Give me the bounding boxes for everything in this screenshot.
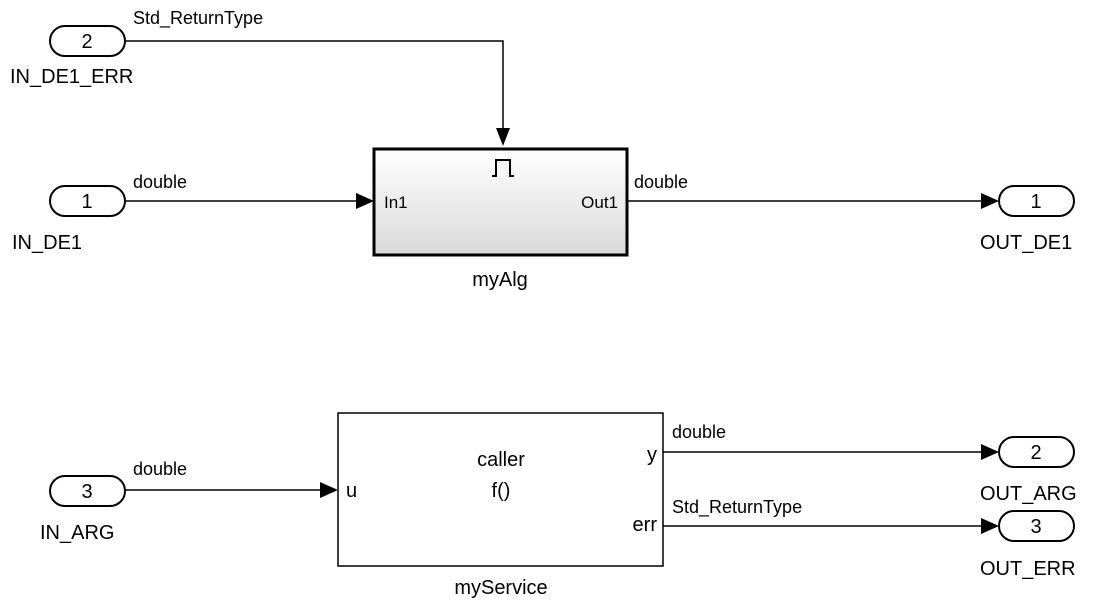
outport-number: 3 — [1030, 516, 1041, 538]
inport-number: 3 — [81, 481, 92, 503]
subsystem-body[interactable] — [372, 147, 629, 257]
signal-label: double — [133, 459, 187, 479]
inport-in-de1[interactable]: 1 IN_DE1 — [12, 185, 126, 254]
block-name: myService — [454, 577, 547, 599]
function-caller-body[interactable] — [337, 412, 664, 567]
outport-out-de1[interactable]: 1 OUT_DE1 — [980, 185, 1075, 254]
outport-name: OUT_ERR — [980, 558, 1076, 580]
inport-number: 2 — [81, 31, 92, 53]
subsystem-block-myalg[interactable]: In1 Out1 myAlg — [372, 147, 629, 291]
signal-label: double — [634, 172, 688, 192]
signal-line-de1-in[interactable]: double — [125, 172, 374, 209]
arrowhead — [981, 444, 999, 460]
outport-shape[interactable] — [998, 510, 1075, 542]
signal-line-arg-in[interactable]: double — [125, 459, 338, 498]
signal-label: Std_ReturnType — [672, 497, 802, 518]
signal-line-de1-out[interactable]: double — [627, 172, 999, 209]
function-caller-block-myservice[interactable]: caller f() u y err myService — [337, 412, 664, 599]
arrowhead — [981, 518, 999, 534]
block-in-port-label: u — [346, 480, 357, 502]
outport-number: 1 — [1030, 191, 1041, 213]
function-call-trigger-icon — [492, 159, 514, 177]
block-line-function: f() — [492, 480, 511, 502]
inport-in-de1-err[interactable]: 2 IN_DE1_ERR — [10, 25, 133, 88]
block-out-port-label: Out1 — [581, 193, 618, 212]
block-in-port-label: In1 — [384, 193, 408, 212]
outport-name: OUT_DE1 — [980, 232, 1072, 254]
outport-shape[interactable] — [998, 185, 1075, 217]
outport-name: OUT_ARG — [980, 483, 1077, 505]
inport-number: 1 — [81, 191, 92, 213]
inport-name: IN_DE1 — [12, 232, 82, 254]
block-out-port-label-y: y — [647, 444, 657, 466]
inport-name: IN_DE1_ERR — [10, 66, 133, 88]
signal-line-err-out[interactable]: Std_ReturnType — [663, 497, 999, 534]
signal-line-err-in[interactable]: Std_ReturnType — [125, 8, 510, 146]
signal-label: Std_ReturnType — [133, 8, 263, 29]
signal-line-arg-out[interactable]: double — [663, 422, 999, 460]
inport-shape[interactable] — [49, 475, 126, 507]
outport-number: 2 — [1030, 442, 1041, 464]
inport-name: IN_ARG — [40, 522, 114, 544]
outport-out-arg[interactable]: 2 OUT_ARG — [980, 436, 1077, 505]
block-name: myAlg — [472, 269, 528, 291]
arrowhead — [496, 128, 510, 146]
arrowhead — [320, 482, 338, 498]
outport-out-err[interactable]: 3 OUT_ERR — [980, 510, 1076, 580]
inport-in-arg[interactable]: 3 IN_ARG — [40, 475, 126, 544]
signal-label: double — [672, 422, 726, 442]
block-line-caller: caller — [477, 449, 525, 471]
outport-shape[interactable] — [998, 436, 1075, 468]
signal-label: double — [133, 172, 187, 192]
arrowhead — [356, 193, 374, 209]
arrowhead — [981, 193, 999, 209]
block-out-port-label-err: err — [633, 514, 658, 536]
